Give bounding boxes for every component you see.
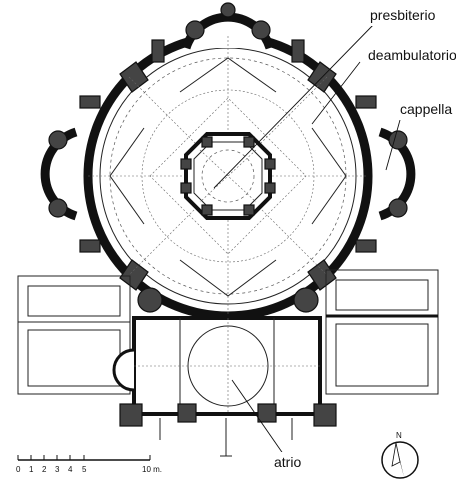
label-deambulatorio: deambulatorio — [368, 47, 456, 63]
label-presbiterio: presbiterio — [370, 7, 436, 23]
chapel-east — [378, 127, 416, 221]
scale-tick-5: 5 — [82, 465, 87, 474]
label-atrio: atrio — [274, 454, 301, 470]
chapel-west — [40, 127, 78, 221]
atrium — [112, 287, 337, 457]
leader-lines — [213, 21, 401, 459]
scale-bar: 0 1 2 3 4 5 10 m. — [16, 455, 162, 474]
scale-tick-0: 0 — [16, 465, 21, 474]
scale-tick-2: 2 — [42, 465, 47, 474]
presbytery-octagon — [180, 132, 276, 220]
scale-end-label: 10 m. — [142, 465, 162, 474]
scale-tick-4: 4 — [68, 465, 73, 474]
chapel-north — [181, 2, 275, 50]
side-building-east — [325, 269, 439, 395]
scale-tick-1: 1 — [29, 465, 34, 474]
north-arrow-icon: N — [381, 431, 419, 479]
north-label: N — [396, 431, 402, 440]
scale-tick-3: 3 — [55, 465, 60, 474]
label-cappella: cappella — [400, 101, 452, 117]
side-building-west — [17, 275, 131, 395]
